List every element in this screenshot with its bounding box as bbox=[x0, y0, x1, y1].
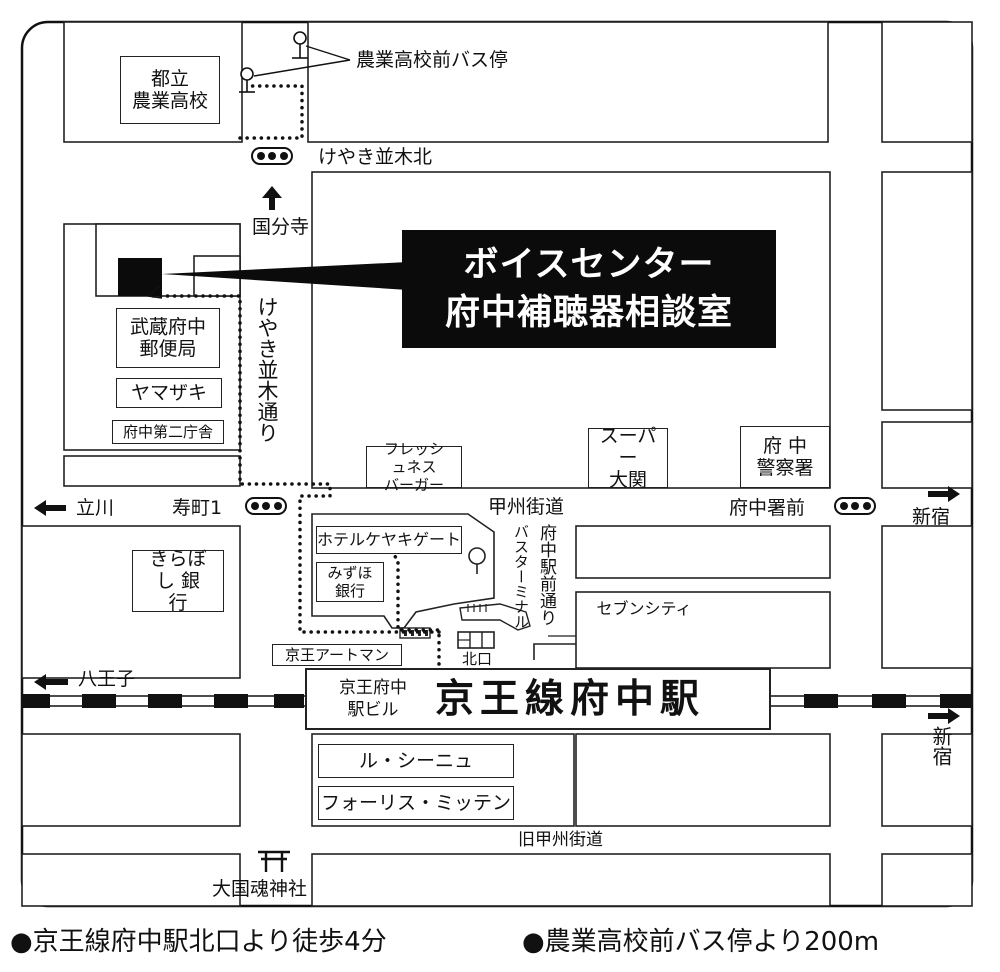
direction-shinjuku-upper: 新宿 bbox=[912, 506, 951, 528]
landmark-seven-city: セブンシティ bbox=[596, 599, 692, 618]
bus-terminal-outline bbox=[459, 603, 531, 631]
walking-route bbox=[146, 84, 441, 666]
block-top-center bbox=[307, 21, 829, 143]
landmark-fuchu-police: 府 中警察署 bbox=[740, 426, 830, 488]
bus-stop-label: 農業高校前バス停 bbox=[356, 49, 509, 71]
arrow-left-icon bbox=[34, 500, 66, 516]
callout-line2: 府中補聴器相談室 bbox=[444, 293, 733, 333]
block-right-mid bbox=[881, 171, 973, 411]
traffic-signal-icon bbox=[251, 147, 293, 165]
landmark-kitaguchi: 北口 bbox=[462, 650, 493, 668]
direction-tachikawa: 立川 bbox=[76, 497, 115, 519]
station-building-label: 京王府中駅ビル bbox=[339, 678, 407, 720]
block-bottom-left bbox=[21, 853, 241, 907]
block-bottom-center bbox=[311, 853, 831, 907]
direction-kokubunji: 国分寺 bbox=[252, 216, 310, 238]
footer-bus-info: ●農業高校前バス停より200m bbox=[522, 927, 880, 957]
direction-arrows bbox=[34, 186, 960, 724]
traffic-signal-icon bbox=[834, 497, 876, 515]
landmark-toritsu-nogyo: 都立農業高校 bbox=[120, 56, 220, 124]
landmark-kiraboshi-bank: きらぼし 銀行 bbox=[132, 548, 224, 614]
callout-line1: ボイスセンター bbox=[463, 245, 715, 285]
landmark-le-signe: ル・シーニュ bbox=[318, 744, 514, 778]
intersection-kotobukicho1: 寿町1 bbox=[172, 497, 223, 519]
keio-fuchu-station: 京王府中駅ビル 京王線府中駅 bbox=[305, 668, 771, 730]
crosswalk bbox=[399, 627, 431, 639]
road-fuchu-ekimae-dori: 府中駅前通り bbox=[536, 524, 556, 626]
landmark-super-ozeki: スーパー大関 bbox=[588, 425, 668, 491]
block-sw bbox=[21, 733, 241, 827]
intersection-fuchu-shomae: 府中署前 bbox=[729, 497, 806, 519]
direction-shinjuku-lower: 新宿 bbox=[929, 726, 953, 766]
station-name: 京王線府中駅 bbox=[435, 677, 706, 722]
block-right-bottom bbox=[881, 733, 973, 827]
road-keyaki-namiki-kita: けやき並木北 bbox=[318, 146, 433, 168]
block-seven bbox=[575, 591, 831, 669]
road-koshu-kaido: 甲州街道 bbox=[488, 496, 565, 518]
landmark-forus-mitten: フォーリス・ミッテン bbox=[318, 786, 514, 820]
footer-walk-info: ●京王線府中駅北口より徒歩4分 bbox=[10, 927, 387, 957]
road-kyu-koshu-kaido: 旧甲州街道 bbox=[518, 830, 603, 850]
torii-icon bbox=[258, 850, 290, 872]
landmark-freshness-burger: フレッシュネスバーガー bbox=[366, 440, 462, 494]
landmark-mizuho-bank: みずほ銀行 bbox=[316, 562, 384, 602]
block-se bbox=[575, 733, 831, 827]
clock-icon bbox=[468, 547, 486, 565]
destination-callout: ボイスセンター 府中補聴器相談室 bbox=[402, 230, 776, 348]
arrow-left-icon bbox=[34, 674, 68, 690]
road-keyaki-namiki-dori: けやき並木通り bbox=[255, 296, 279, 443]
landmark-fuchu-daini-chosha: 府中第二庁舎 bbox=[112, 420, 224, 444]
arrow-up-icon bbox=[262, 186, 282, 210]
landmark-yamazaki: ヤマザキ bbox=[116, 378, 222, 408]
block-bottom-right bbox=[881, 853, 973, 907]
landmark-okunitama-shrine: 大国魂神社 bbox=[212, 878, 308, 900]
callout-pointer bbox=[162, 262, 408, 290]
landmark-hotel-keyakigate: ホテルケヤキゲート bbox=[316, 526, 462, 554]
block-right-top bbox=[881, 21, 973, 143]
block-right-low bbox=[881, 421, 973, 489]
bus-terminal-label: バスターミナル bbox=[512, 524, 530, 629]
bus-stop-icon bbox=[239, 31, 308, 93]
arrow-right-icon bbox=[928, 708, 960, 724]
block-right-station bbox=[881, 525, 973, 669]
arrow-right-icon bbox=[928, 486, 960, 502]
direction-hachioji: 八王子 bbox=[78, 668, 136, 690]
block-seven-top bbox=[575, 525, 831, 579]
landmark-musashi-fuchu-post: 武蔵府中郵便局 bbox=[116, 308, 220, 368]
block-strip bbox=[63, 455, 241, 487]
traffic-signal-icon bbox=[245, 497, 287, 515]
landmark-keio-artman: 京王アートマン bbox=[272, 644, 402, 666]
